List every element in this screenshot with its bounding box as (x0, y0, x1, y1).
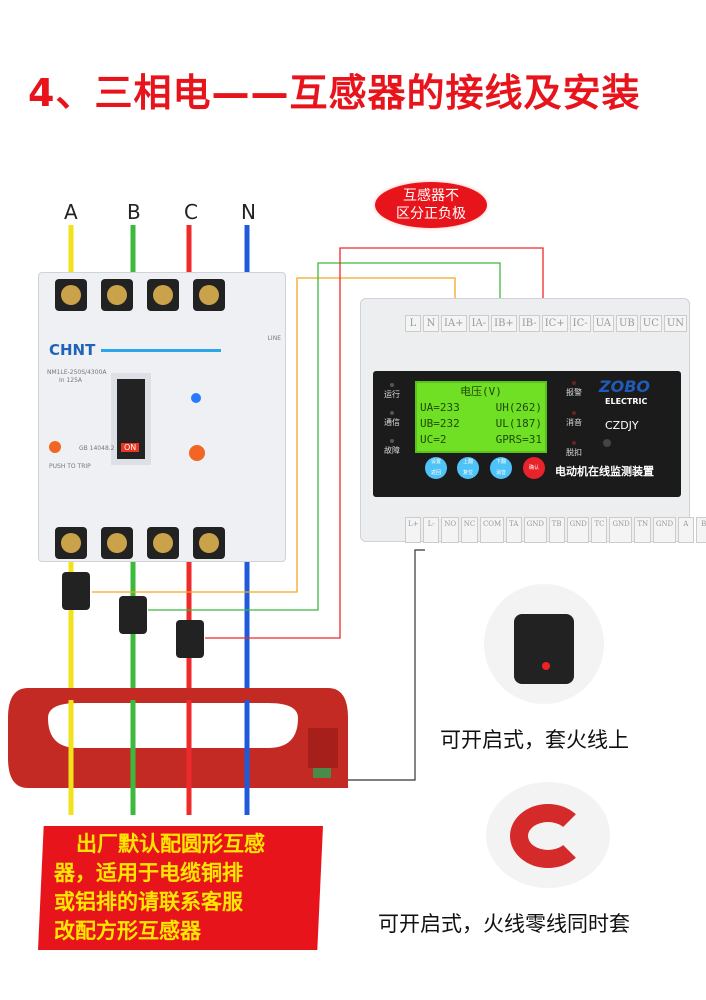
down-mute-button[interactable]: 下翻消音 (490, 457, 512, 479)
lcd-header: 电压(V) (460, 385, 502, 398)
terminal (55, 279, 87, 311)
terminal-ia-minus: IA- (468, 315, 490, 332)
phase-label-a: A (64, 200, 78, 224)
terminal: GND (609, 517, 633, 543)
current-transformer-c (176, 620, 204, 658)
led-trip: 脱扣 (559, 441, 589, 458)
terminal-ib-minus: IB- (518, 315, 540, 332)
led-mute: 消音 (559, 411, 589, 428)
note-line: 改配方形互感器 (54, 919, 201, 943)
terminal: B (695, 517, 706, 543)
push-to-trip-label: PUSH TO TRIP (49, 463, 91, 470)
led-comm: 通信 (377, 411, 407, 428)
terminal (101, 279, 133, 311)
led-run: 运行 (377, 383, 407, 400)
line-label: LINE (267, 335, 281, 342)
buzzer-icon (603, 439, 611, 447)
phase-label-n: N (241, 200, 256, 224)
bubble-line-2: 区分正负极 (396, 206, 466, 222)
terminal-l: L (405, 315, 421, 332)
default-ct-note: 出厂默认配圆形互感 器，适用于电缆铜排 或铝排的请联系客服 改配方形互感器 (38, 826, 323, 950)
terminal (193, 527, 225, 559)
brand-bar (101, 349, 221, 352)
brand-subtitle: ELECTRIC (605, 397, 648, 406)
terminal-ic-plus: IC+ (541, 315, 568, 332)
reset-button[interactable] (189, 445, 205, 461)
split-core-ct-photo-1 (484, 584, 604, 704)
terminal: TN (634, 517, 651, 543)
terminal: NC (460, 517, 478, 543)
bubble-line-1: 互感器不 (403, 188, 459, 204)
sensitivity-dial[interactable] (191, 393, 201, 403)
breaker-rating: In 125A (59, 377, 83, 384)
breaker-standard: GB 14048.2 (79, 445, 115, 452)
terminal (147, 279, 179, 311)
terminal (55, 527, 87, 559)
terminal: A (677, 517, 694, 543)
terminal-ic-minus: IC- (569, 315, 591, 332)
device-name: 电动机在线监测装置 (555, 465, 654, 478)
terminal: NO (441, 517, 459, 543)
terminal-un: UN (663, 315, 688, 332)
up-reset-button[interactable]: 上翻复位 (457, 457, 479, 479)
terminal-ia-plus: IA+ (441, 315, 467, 332)
terminal-ib-plus: IB+ (491, 315, 517, 332)
top-terminal-block: L N IA+ IA- IB+ IB- IC+ IC- UA UB UC UN (405, 315, 688, 332)
led-fault: 故障 (377, 439, 407, 456)
on-indicator: ON (121, 443, 140, 452)
polarity-note-bubble: 互感器不 区分正负极 (375, 182, 487, 228)
note-line: 器，适用于电缆铜排 (54, 861, 243, 885)
terminal: L+ (405, 517, 422, 543)
terminal: TC (591, 517, 608, 543)
breaker-brand: CHNT (49, 341, 96, 359)
terminal: L- (423, 517, 440, 543)
terminal-n: N (423, 315, 439, 332)
note-line: 出厂默认配圆形互感 (76, 832, 265, 856)
device-model: CZDJY (605, 419, 639, 432)
confirm-button[interactable]: 确认 (523, 457, 545, 479)
current-transformer-a (62, 572, 90, 610)
terminal: GND (652, 517, 676, 543)
breaker-bottom-terminals (55, 527, 225, 559)
terminal: TB (548, 517, 565, 543)
terminal: GND (566, 517, 590, 543)
phase-label-b: B (127, 200, 141, 224)
split-core-ct-photo-2 (486, 782, 610, 888)
bottom-terminal-block: L+ L- NO NC COM TA GND TB GND TC GND TN … (405, 517, 706, 543)
terminal: GND (523, 517, 547, 543)
set-back-button[interactable]: 设置返回 (425, 457, 447, 479)
terminal (101, 527, 133, 559)
breaker-model: NM1LE-250S/4300A (47, 369, 107, 376)
caption-photo-1: 可开启式，套火线上 (440, 728, 629, 752)
terminal: COM (479, 517, 504, 543)
motor-monitoring-device: L N IA+ IA- IB+ IB- IC+ IC- UA UB UC UN … (360, 298, 706, 543)
current-transformer-b (119, 596, 147, 634)
terminal-uc: UC (639, 315, 662, 332)
terminal-ua: UA (592, 315, 614, 332)
terminal: TA (505, 517, 522, 543)
large-current-transformer (8, 688, 348, 788)
terminal-ub: UB (616, 315, 638, 332)
test-button[interactable] (49, 441, 61, 453)
terminal (193, 279, 225, 311)
led-alarm: 报警 (559, 381, 589, 398)
note-line: 或铝排的请联系客服 (54, 890, 243, 914)
brand-logo: ZOBO (599, 377, 650, 396)
page-title: 4、三相电——互感器的接线及安装 (28, 71, 641, 115)
breaker-top-terminals (55, 279, 225, 311)
circuit-breaker: CHNT LINE NM1LE-250S/4300A In 125A ON GB… (38, 272, 286, 562)
terminal (147, 527, 179, 559)
phase-label-c: C (184, 200, 198, 224)
caption-photo-2: 可开启式，火线零线同时套 (378, 912, 630, 936)
breaker-handle[interactable] (111, 373, 151, 465)
signal-wire-bigct (330, 549, 425, 781)
